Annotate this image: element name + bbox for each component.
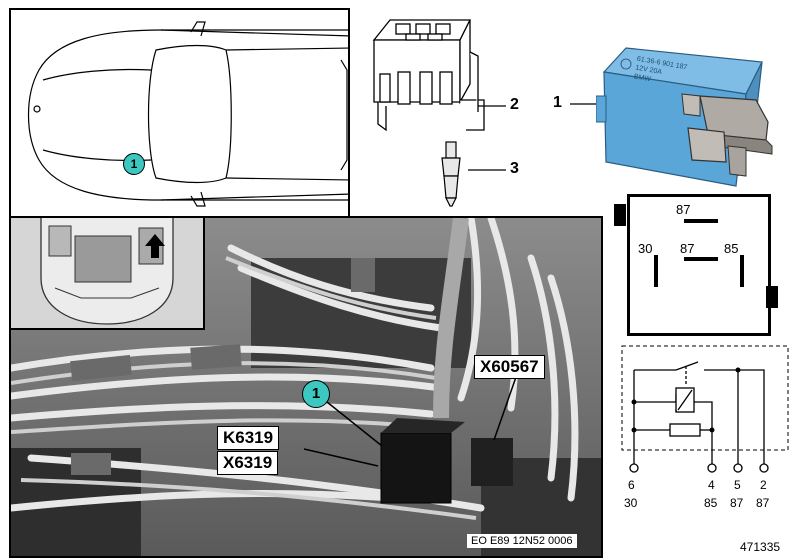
schematic-pin-2: 2 — [760, 478, 767, 492]
pin-87-top-bar — [684, 219, 718, 223]
pinout-box-tab-right — [766, 286, 778, 308]
schematic-term-85: 85 — [704, 496, 718, 510]
relay-schematic — [618, 344, 798, 519]
vehicle-location-marker: 1 — [123, 153, 145, 175]
schematic-pin-5: 5 — [734, 478, 741, 492]
pin-30-bar — [654, 255, 658, 287]
relay-socket-drawing — [360, 12, 500, 132]
schematic-pin-6: 6 — [628, 478, 635, 492]
photo-caption: EO E89 12N52 0006 — [467, 534, 577, 548]
connector-tag-x60567: X60567 — [474, 355, 545, 379]
pin-85-bar — [740, 255, 744, 287]
pin-30-label: 30 — [638, 241, 653, 256]
engine-bay-inset — [9, 216, 205, 330]
pin-87-center-label: 87 — [680, 241, 695, 256]
figure-id: 471335 — [740, 540, 781, 554]
pin-87-center-bar — [684, 257, 718, 261]
connector-tag-x6319: X6319 — [217, 451, 279, 475]
schematic-term-87-b: 87 — [756, 496, 770, 510]
part-callout-3: 3 — [510, 160, 519, 177]
vehicle-outline-drawing — [27, 21, 348, 207]
vehicle-location-marker-label: 1 — [130, 157, 138, 171]
relay-label-line-2: 12V 20A — [635, 64, 663, 76]
relay-pinout-box: 87 30 87 85 — [627, 194, 771, 336]
part-callout-2: 2 — [510, 96, 519, 113]
pinout-box-tab-left — [614, 204, 626, 226]
relay-label-line-3: BMW — [633, 73, 651, 83]
pin-85-label: 85 — [724, 241, 739, 256]
connector-tag-k6319: K6319 — [217, 426, 280, 450]
relay-part-drawing: 61.36-6 901 187 12V 20A BMW — [595, 36, 796, 194]
photo-location-marker: 1 — [302, 380, 330, 408]
part-callout-1: 1 — [553, 94, 562, 111]
location-arrow-icon — [145, 234, 165, 258]
schematic-pin-4: 4 — [708, 478, 715, 492]
schematic-term-87-a: 87 — [730, 496, 744, 510]
vehicle-outline-panel: 1 — [9, 8, 350, 220]
relay-terminal-drawing — [436, 140, 466, 208]
pin-87-top-label: 87 — [676, 202, 691, 217]
schematic-term-30: 30 — [624, 496, 638, 510]
photo-location-marker-label: 1 — [311, 385, 321, 402]
